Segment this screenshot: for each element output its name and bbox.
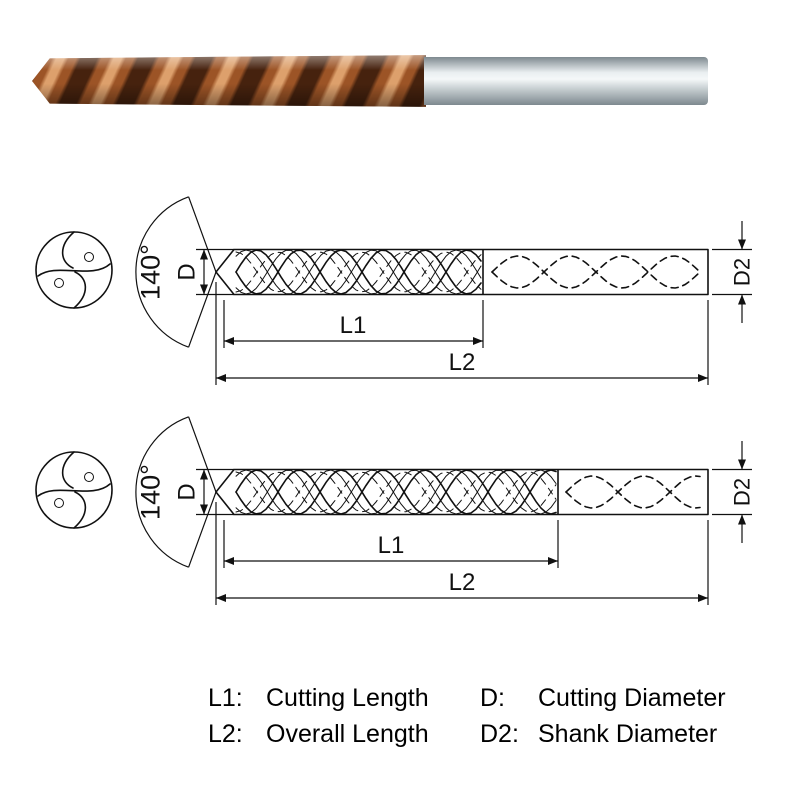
shank-diameter-label: D2 <box>730 478 755 506</box>
drill-drawing-1: 140° D D2 <box>35 196 755 385</box>
drill-photo-flutes <box>32 55 426 107</box>
legend-item-l1: L1: Cutting Length <box>208 684 480 713</box>
coolant-hole <box>54 278 64 288</box>
coolant-hole <box>84 472 94 482</box>
legend-item-d: D: Cutting Diameter <box>480 684 790 713</box>
legend-value-d: Cutting Diameter <box>538 684 726 712</box>
legend-key-d2: D2: <box>480 720 519 748</box>
side-view <box>215 468 709 516</box>
drill-photo <box>32 54 708 108</box>
legend: L1: Cutting Length D: Cutting Diameter L… <box>208 684 790 749</box>
cutting-length-label: L1 <box>340 312 367 339</box>
dimension-d: D <box>173 468 234 516</box>
cutting-length-label: L1 <box>378 532 405 559</box>
dimension-l1: L1 <box>223 300 484 348</box>
point-angle: 140° <box>135 196 217 348</box>
legend-value-d2: Shank Diameter <box>538 720 718 748</box>
dimension-d: D <box>173 248 234 296</box>
coolant-hole <box>54 498 64 508</box>
legend-key-l2: L2: <box>208 720 243 748</box>
coolant-channel <box>565 475 701 509</box>
overall-length-label: L2 <box>449 349 476 376</box>
cutting-diameter-label: D <box>173 263 200 280</box>
point-angle: 140° <box>135 416 217 568</box>
coolant-channel <box>565 475 701 509</box>
shank-diameter-label: D2 <box>730 258 755 286</box>
end-view <box>35 451 113 529</box>
dimension-d2: D2 <box>712 221 755 323</box>
legend-key-l1: L1: <box>208 684 243 712</box>
dimension-d2: D2 <box>712 441 755 543</box>
legend-value-l2: Overall Length <box>266 720 429 748</box>
cutting-diameter-label: D <box>173 483 200 500</box>
coolant-hole <box>84 252 94 262</box>
drill-drawing-2: 140° D D2 <box>35 416 755 605</box>
legend-item-l2: L2: Overall Length <box>208 720 480 749</box>
dimension-l2: L2 <box>215 282 709 385</box>
drill-photo-shank <box>424 57 708 105</box>
legend-item-d2: D2: Shank Diameter <box>480 720 790 749</box>
end-view <box>35 231 113 309</box>
coolant-channel <box>491 255 701 289</box>
side-view <box>215 248 709 296</box>
point-angle-label: 140° <box>135 464 165 520</box>
overall-length-label: L2 <box>449 569 476 596</box>
legend-key-d: D: <box>480 684 505 712</box>
dimension-l2: L2 <box>215 502 709 605</box>
point-angle-label: 140° <box>135 244 165 300</box>
dimension-l1: L1 <box>223 520 559 568</box>
legend-value-l1: Cutting Length <box>266 684 429 712</box>
